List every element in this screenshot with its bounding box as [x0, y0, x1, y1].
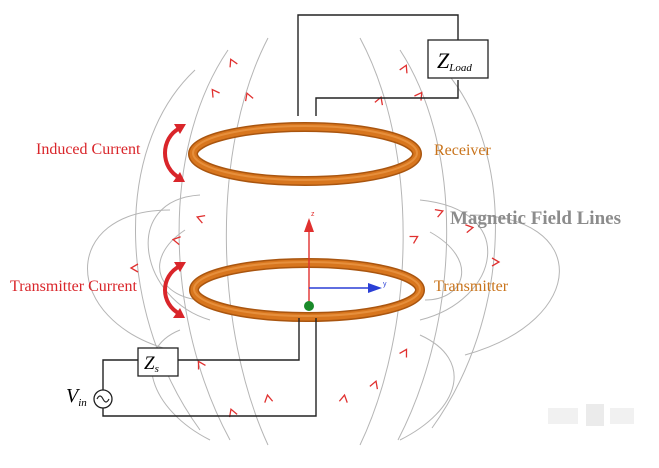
z-axis-label: z	[311, 211, 315, 218]
field-arrow-icon	[229, 58, 238, 68]
z-axis-arrowhead-icon	[304, 218, 314, 232]
field-line	[87, 209, 171, 351]
field-arrow-icon	[228, 407, 238, 418]
source-impedance-subscript: s	[155, 363, 159, 375]
receiver-wire	[297, 14, 459, 116]
field-arrow-icon	[244, 91, 254, 102]
field-line	[424, 231, 463, 301]
field-arrow-icon	[211, 88, 220, 98]
origin-point	[304, 301, 314, 311]
field-line	[147, 194, 211, 321]
field-arrow-icon	[399, 64, 408, 74]
field-arrow-icon	[409, 235, 419, 244]
field-arrow-icon	[374, 95, 384, 106]
voltage-source: Vin	[66, 385, 113, 409]
induced-current-label: Induced Current	[36, 141, 141, 158]
magnetic-field-lines-label: Magnetic Field Lines	[450, 208, 621, 229]
field-line	[134, 69, 201, 431]
svg-text:ZLoad: ZLoad	[437, 48, 472, 74]
transmitter-circuit	[102, 318, 317, 417]
field-line	[397, 49, 448, 441]
receiver-label: Receiver	[434, 142, 492, 159]
watermark	[548, 404, 634, 426]
coordinate-axes: z y	[304, 211, 387, 311]
field-arrow-icon	[129, 263, 139, 273]
transmitter-coil	[189, 258, 425, 322]
transmitter-wire	[102, 318, 317, 417]
receiver-wire	[315, 80, 459, 116]
field-arrow-icon	[369, 379, 379, 390]
field-arrow-icon	[338, 393, 348, 403]
magnetic-field-lines	[87, 37, 560, 446]
field-line	[159, 229, 206, 301]
field-arrow-icon	[197, 360, 206, 370]
induced-current-arrow-icon	[163, 124, 186, 182]
field-arrow-icon	[491, 257, 501, 267]
load-impedance: ZLoad	[427, 39, 489, 79]
field-arrow-icon	[264, 393, 274, 403]
y-axis-label: y	[383, 281, 387, 288]
field-line	[464, 214, 560, 356]
field-line	[178, 49, 231, 441]
transmitter-current-arrow-icon	[163, 262, 186, 318]
field-line	[359, 37, 404, 446]
transmitter-wire	[102, 359, 138, 390]
field-arrows	[129, 58, 501, 418]
field-arrow-icon	[171, 236, 181, 246]
field-arrow-icon	[195, 214, 206, 224]
field-arrow-icon	[434, 208, 445, 218]
field-line	[431, 64, 496, 429]
transmitter-current-label: Transmitter Current	[10, 278, 138, 295]
voltage-subscript: in	[78, 397, 87, 409]
receiver-circuit	[297, 14, 459, 116]
source-impedance: Zs	[137, 347, 179, 377]
ac-source-icon	[96, 395, 110, 403]
voltage-symbol: V	[66, 385, 81, 407]
load-subscript: Load	[448, 62, 472, 74]
source-impedance-symbol: Z	[144, 353, 155, 374]
transmitter-wire	[178, 318, 300, 361]
field-arrow-icon	[399, 348, 408, 358]
field-line	[225, 37, 269, 446]
y-axis-arrowhead-icon	[368, 283, 382, 293]
field-line	[399, 334, 455, 441]
field-line	[151, 329, 211, 441]
field-line	[419, 199, 489, 321]
field-arrow-icon	[465, 224, 475, 234]
receiver-coil	[188, 122, 422, 186]
svg-text:Vin: Vin	[66, 385, 87, 409]
load-symbol: Z	[437, 48, 450, 73]
transmitter-label: Transmitter	[434, 278, 509, 295]
svg-text:Zs: Zs	[144, 353, 159, 375]
